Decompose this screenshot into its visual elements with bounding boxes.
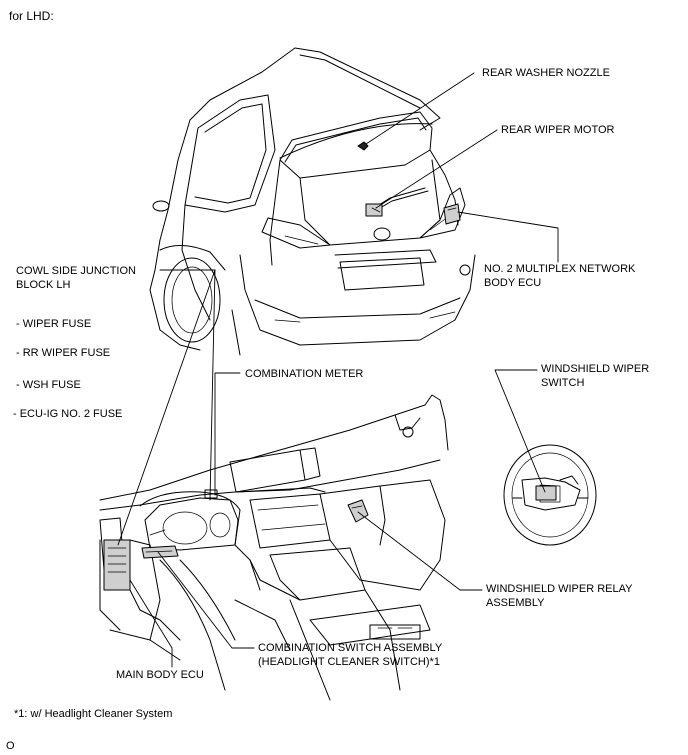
label-cowl-side-junction: COWL SIDE JUNCTION BLOCK LH (16, 264, 136, 292)
label-cowl-side-line2: BLOCK LH (16, 279, 71, 291)
label-windshield-wiper-switch: WINDSHIELD WIPER SWITCH (541, 362, 649, 390)
page-title: for LHD: (9, 9, 54, 23)
label-rear-wiper-motor: REAR WIPER MOTOR (501, 124, 615, 136)
label-rr-wiper-fuse: - RR WIPER FUSE (16, 347, 111, 359)
label-ecu-ig-fuse: - ECU-IG NO. 2 FUSE (13, 408, 123, 420)
label-combination-switch-line1: COMBINATION SWITCH ASSEMBLY (258, 642, 443, 654)
label-no2-multiplex-line2: BODY ECU (484, 277, 542, 289)
label-combination-switch: COMBINATION SWITCH ASSEMBLY (HEADLIGHT C… (258, 641, 442, 669)
vehicle-rear-illustration (149, 47, 476, 356)
figure-id: O (6, 740, 15, 752)
label-no2-multiplex-ecu: NO. 2 MULTIPLEX NETWORK BODY ECU (484, 262, 635, 290)
label-wiper-fuse: - WIPER FUSE (16, 318, 92, 330)
label-windshield-wiper-switch-line1: WINDSHIELD WIPER (541, 363, 650, 375)
label-windshield-relay-line1: WINDSHIELD WIPER RELAY (486, 583, 633, 595)
instrument-panel-illustration (99, 394, 449, 701)
leader-lines (117, 72, 559, 668)
label-main-body-ecu: MAIN BODY ECU (116, 669, 204, 681)
label-rear-washer-nozzle: REAR WASHER NOZZLE (482, 67, 610, 79)
label-combination-meter: COMBINATION METER (245, 368, 364, 380)
steering-wheel-illustration (503, 444, 597, 546)
label-windshield-wiper-relay: WINDSHIELD WIPER RELAY ASSEMBLY (486, 582, 633, 610)
label-cowl-side-line1: COWL SIDE JUNCTION (16, 265, 136, 277)
label-no2-multiplex-line1: NO. 2 MULTIPLEX NETWORK (484, 263, 636, 275)
label-combination-switch-line2: (HEADLIGHT CLEANER SWITCH)*1 (258, 656, 440, 668)
label-wsh-fuse: - WSH FUSE (16, 379, 81, 391)
footnote: *1: w/ Headlight Cleaner System (14, 708, 173, 720)
label-windshield-relay-line2: ASSEMBLY (486, 597, 545, 609)
label-windshield-wiper-switch-line2: SWITCH (541, 377, 585, 389)
